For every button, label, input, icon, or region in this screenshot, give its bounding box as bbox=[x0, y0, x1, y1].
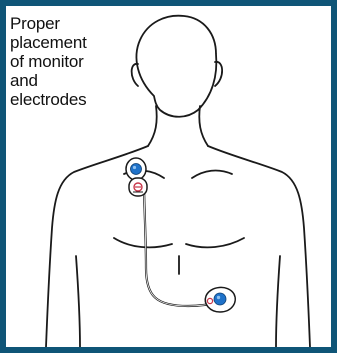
monitor-icon bbox=[129, 178, 147, 196]
left-torso-side bbox=[76, 256, 80, 347]
head-outline bbox=[136, 16, 216, 117]
upper-electrode-icon bbox=[126, 158, 146, 180]
right-pectoral bbox=[186, 238, 244, 247]
lower-electrode-icon bbox=[205, 287, 235, 312]
neck-left bbox=[148, 106, 157, 146]
left-pectoral bbox=[114, 238, 172, 247]
caption-line: electrodes bbox=[10, 90, 130, 109]
diagram-caption: Proper placement of monitor and electrod… bbox=[10, 14, 130, 109]
diagram-panel: Proper placement of monitor and electrod… bbox=[6, 6, 331, 347]
right-collarbone bbox=[192, 171, 232, 178]
caption-line: placement bbox=[10, 33, 130, 52]
electrode-wire bbox=[144, 182, 220, 306]
right-torso-side bbox=[276, 256, 280, 347]
caption-line: and bbox=[10, 71, 130, 90]
caption-line: Proper bbox=[10, 14, 130, 33]
neck-right bbox=[199, 106, 208, 146]
caption-line: of monitor bbox=[10, 52, 130, 71]
